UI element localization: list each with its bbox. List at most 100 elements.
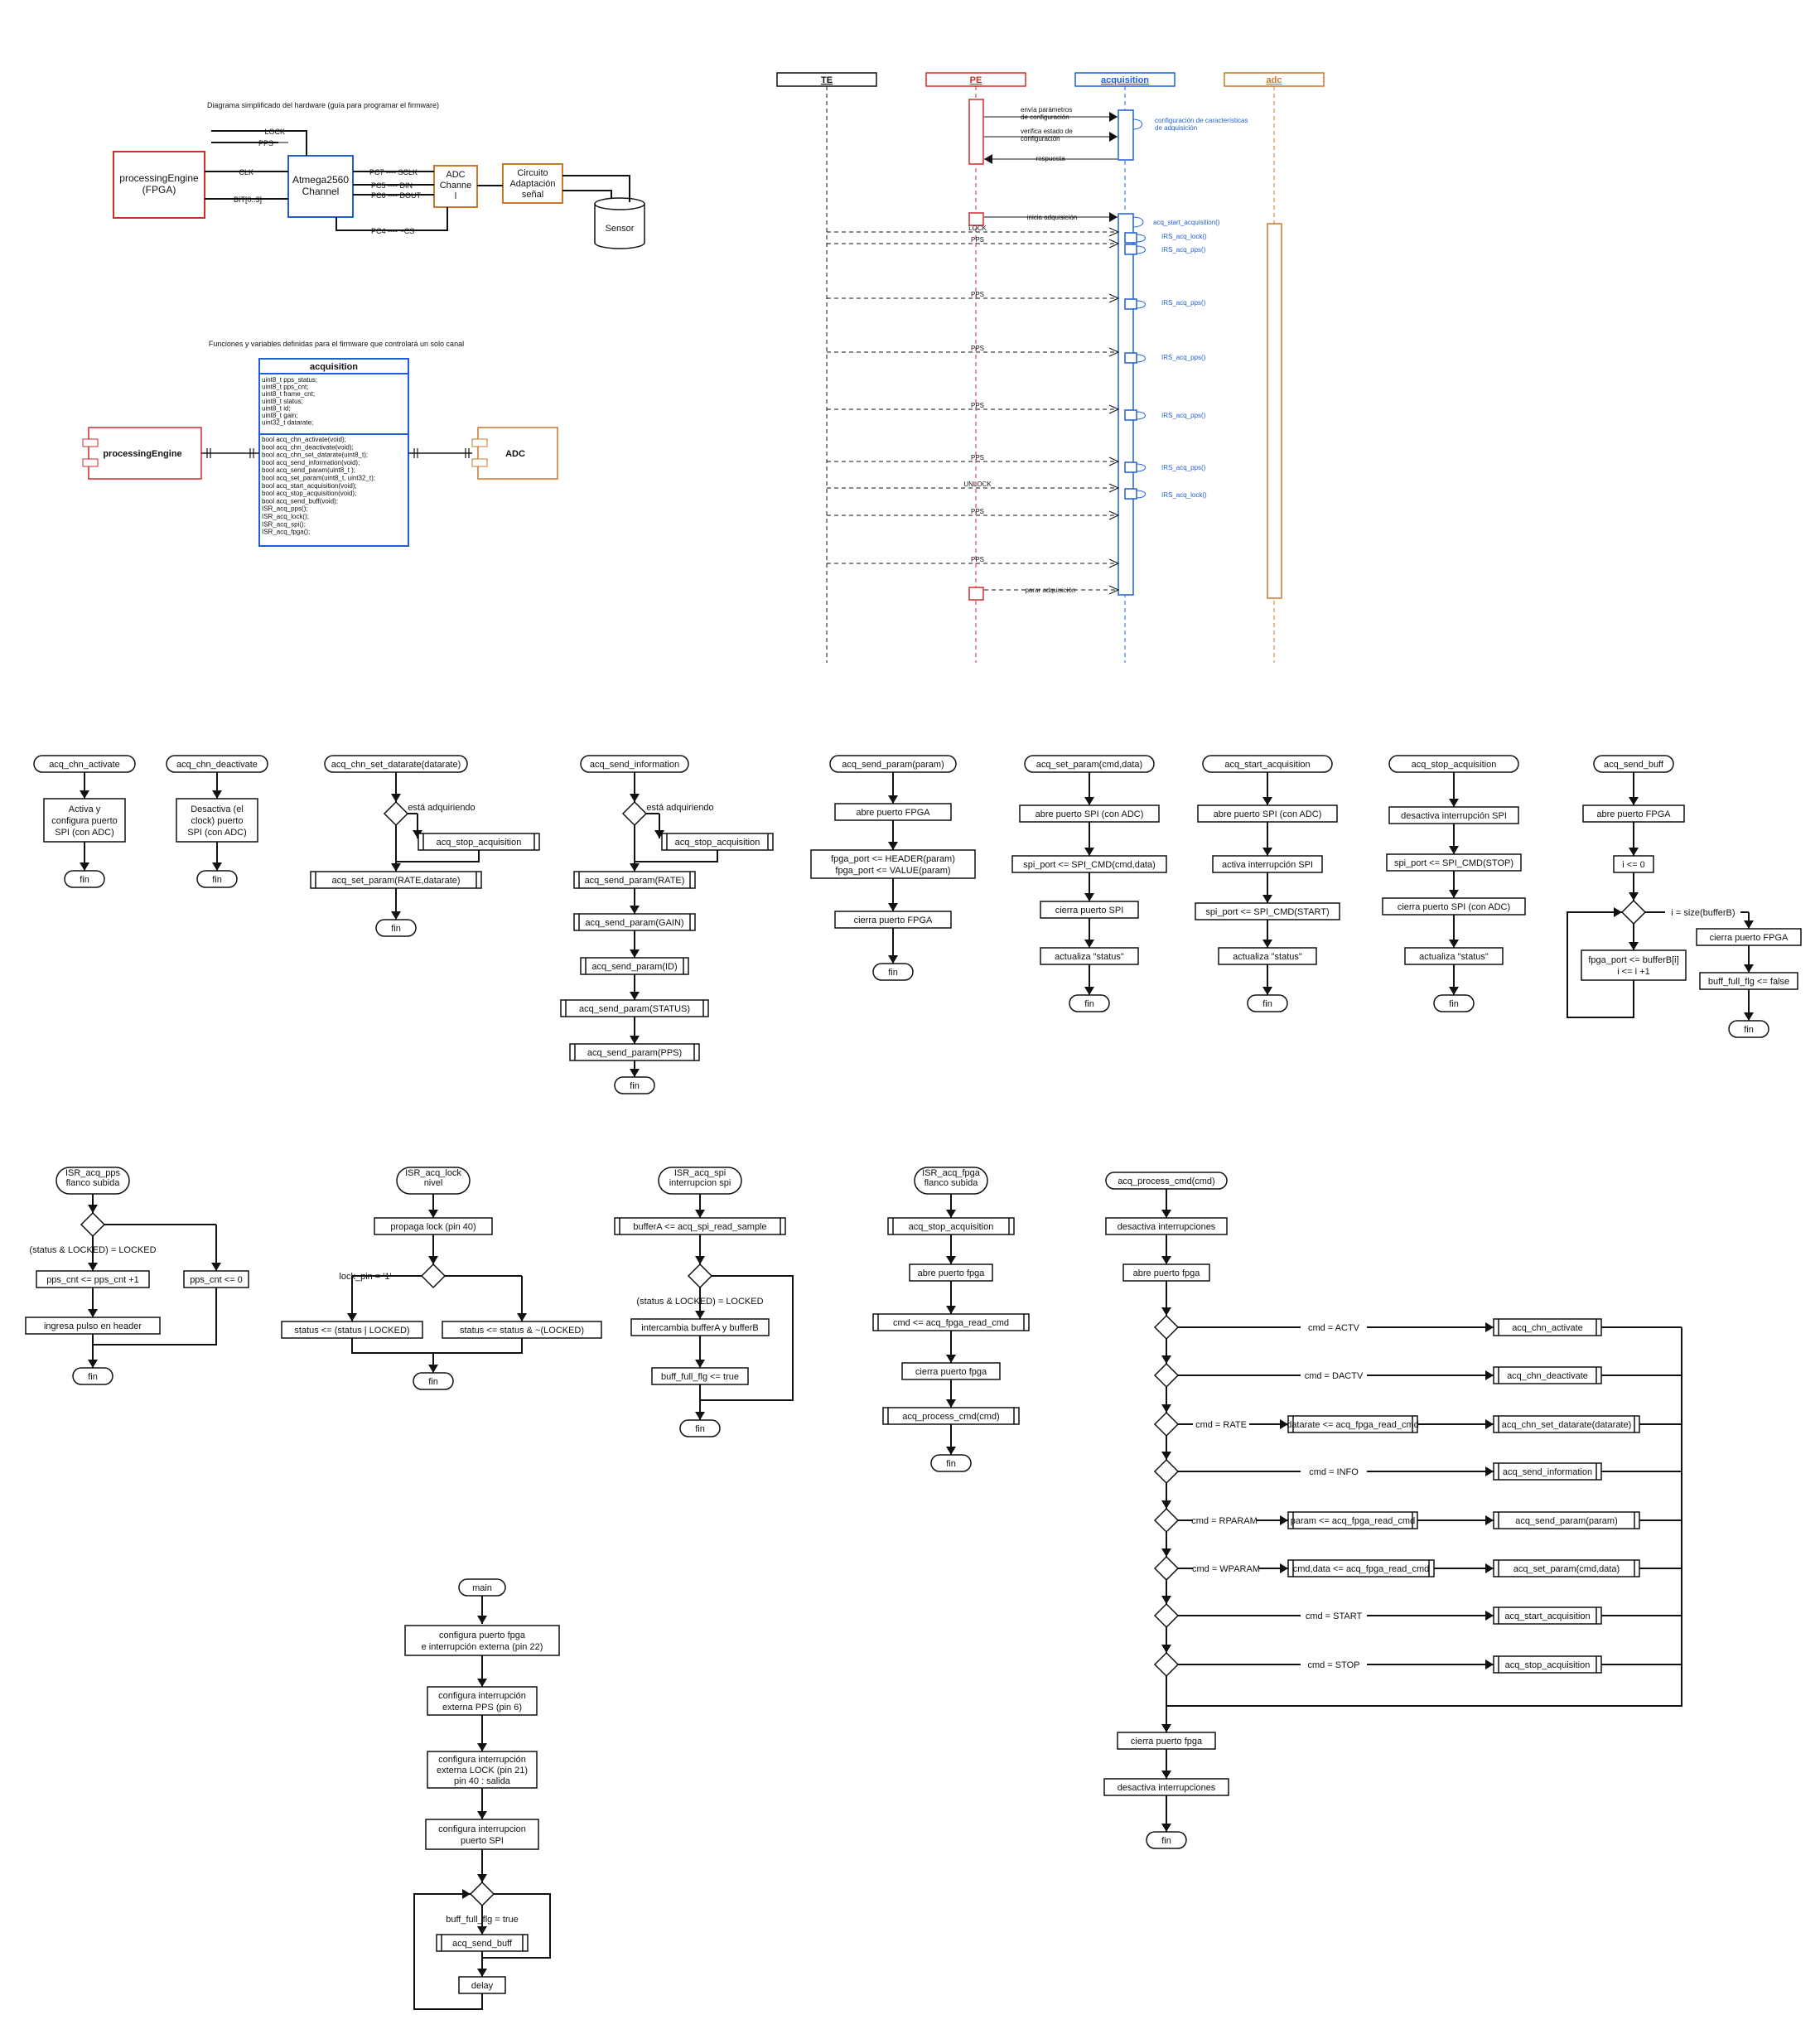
arrow-head [630, 992, 640, 1000]
arrow-head [946, 1399, 956, 1408]
terminal-text: acq_send_param(param) [842, 760, 944, 770]
arrow-head [1629, 797, 1639, 805]
pin-label: PC6 ---- DOUT [371, 191, 421, 200]
box-text: clock) puerto [191, 816, 244, 826]
connector-line [351, 1338, 523, 1354]
box-text: cierra puerto fpga [915, 1367, 987, 1377]
arrow-head [1449, 890, 1459, 898]
arrow-head [1629, 892, 1639, 901]
adc-component-label: ADC [505, 449, 525, 459]
irs-label: IRS_acq_pps() [1161, 246, 1206, 254]
activation-pe [968, 99, 984, 165]
open-arrow [1108, 585, 1120, 595]
decision-diamond [1153, 1602, 1180, 1629]
open-arrow [1108, 510, 1120, 520]
connector-line [413, 1893, 483, 2010]
arrow-head [630, 1069, 640, 1077]
adc-component [477, 427, 558, 480]
decision-diamond [1153, 1314, 1180, 1341]
box-text: SPI (con ADC) [187, 828, 247, 838]
arrow-head [888, 955, 898, 964]
arrow-head [428, 1210, 438, 1218]
arrow-head [984, 154, 992, 164]
arrow-head [946, 1447, 956, 1455]
arrow-head [946, 1306, 956, 1314]
event-label: PPS [971, 454, 984, 461]
terminal-text: flanco subida [66, 1178, 121, 1188]
arrow-head [477, 1679, 487, 1687]
arrow-head [1485, 1611, 1494, 1621]
message-label: respuesta [1036, 155, 1065, 162]
subroutine-text: acq_send_param(RATE) [585, 876, 685, 886]
subroutine-text: param <= acq_fpga_read_cmd [1291, 1516, 1415, 1526]
terminal-text: fin [1084, 999, 1094, 1009]
box-text: pin 40 : salida [454, 1776, 511, 1786]
arrow-head [1084, 987, 1094, 995]
terminal-text: acq_set_param(cmd,data) [1036, 760, 1142, 770]
box-text: propaga lock (pin 40) [390, 1222, 476, 1232]
lifeline-label: acquisition [1101, 75, 1149, 85]
class-attribute: uint8_t status; [262, 398, 303, 405]
box-text: cierra puerto FPGA [1710, 933, 1789, 943]
arrow-head [88, 1263, 98, 1271]
box-text: spi_port <= SPI_CMD(START) [1205, 907, 1329, 917]
arrow-head [80, 790, 89, 799]
component-port [82, 438, 99, 447]
component-port [471, 438, 488, 447]
connector-line [482, 1893, 551, 1959]
arrow-head [630, 863, 640, 872]
box-text: buff_full_flg <= true [661, 1372, 739, 1382]
terminal-text: fin [391, 924, 401, 934]
arrow-head [413, 830, 422, 838]
box-text: abre puerto SPI (con ADC) [1036, 809, 1144, 819]
adc-label: l [455, 191, 456, 201]
case-label: cmd = ACTV [1308, 1323, 1360, 1333]
pin-label: PC7 ---- SCLK [369, 168, 418, 176]
end-terminal [72, 1367, 113, 1385]
box-text: e interrupción externa (pin 22) [422, 1642, 543, 1652]
box-text: desactiva interrupciones [1118, 1783, 1216, 1793]
class-attribute: uint32_t datarate; [262, 419, 313, 427]
class-attribute: uint8_t pps_cnt; [262, 384, 308, 391]
merge-line [1166, 1327, 1682, 1707]
terminal-text: acq_chn_set_datarate(datarate) [331, 760, 461, 770]
case-label: cmd = DACTV [1305, 1371, 1364, 1381]
event-label: UNLOCK [963, 481, 992, 488]
adc-label: Channe [440, 181, 472, 191]
circuit-sensor-line [562, 190, 612, 199]
message-label: de configuración [1021, 114, 1069, 121]
process-box [810, 849, 976, 879]
connector-line [93, 1288, 217, 1346]
arrow-head [477, 1926, 487, 1935]
subroutine-text: acq_send_param(ID) [591, 962, 677, 972]
decision-diamond [1153, 1555, 1180, 1582]
subroutine-text: bufferA <= acq_spi_read_sample [633, 1222, 766, 1232]
arrow-head [1614, 907, 1622, 917]
arrow-head [1485, 1322, 1494, 1332]
box-text: status <= status & ~(LOCKED) [460, 1326, 584, 1336]
arrow-head [1161, 1645, 1171, 1653]
connector-line [700, 1275, 794, 1401]
terminal-text: flanco subida [924, 1178, 979, 1188]
open-arrow [1108, 347, 1120, 357]
terminal-text: fin [630, 1081, 640, 1091]
decision-diamond [1153, 1362, 1180, 1389]
cs-line [336, 207, 448, 231]
arrow-head [80, 862, 89, 871]
decision-diamond [1620, 899, 1647, 925]
event-label: PPS [971, 402, 984, 409]
case-label: cmd = RATE [1195, 1420, 1247, 1430]
class-method: bool acq_send_information(void); [262, 459, 360, 466]
arrow-head [347, 1313, 357, 1321]
arrow-head [1262, 797, 1272, 805]
box-text: cierra puerto FPGA [854, 916, 933, 925]
interrupt-activation [1124, 298, 1137, 310]
arrow-head [1280, 1419, 1288, 1429]
box-text: spi_port <= SPI_CMD(cmd,data) [1023, 860, 1156, 870]
class-method: ISR_acq_pps(); [262, 505, 308, 513]
circuit-label: Adaptación [509, 179, 555, 189]
decision-label: está adquiriendo [408, 803, 475, 813]
open-arrow [1108, 404, 1120, 414]
box-text: desactiva interrupciones [1118, 1222, 1216, 1232]
arrow-head [946, 1210, 956, 1218]
